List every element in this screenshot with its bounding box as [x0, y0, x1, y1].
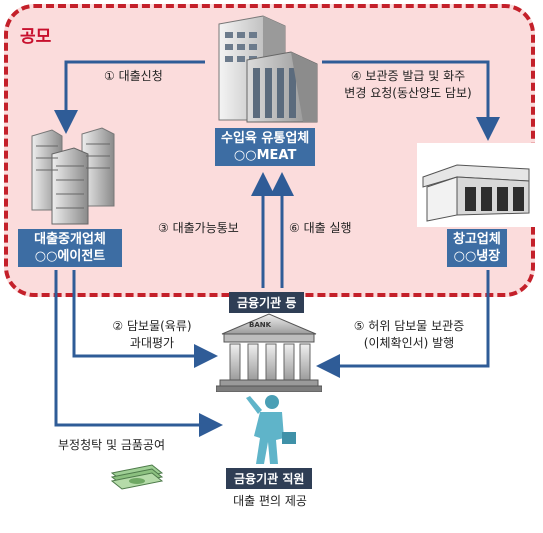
bribe-label: 부정청탁 및 금품공여 [58, 438, 165, 452]
bank-building-icon [216, 313, 322, 392]
arrow-step4 [322, 60, 500, 141]
step5-line1: ⑤ 허위 담보물 보관증 [353, 319, 465, 333]
office-building-icon [218, 15, 318, 123]
arrow-step1 [54, 60, 205, 134]
broker-company: ○○에이전트 [34, 249, 106, 264]
broker-label: 대출중개업체 [34, 232, 106, 247]
step2-line1: ② 담보물(육류) [112, 319, 192, 333]
step4-line1: ④ 보관증 발급 및 화주 [350, 69, 466, 83]
importer-name-box: 수입육 유통업체 ○○MEAT [215, 128, 316, 166]
warehouse-icon [417, 143, 535, 227]
office-towers-icon [31, 127, 115, 225]
step3-label: ③ 대출가능통보 [158, 221, 239, 235]
step6-label: ⑥ 대출 실행 [289, 221, 352, 235]
bank-sign: BANK [249, 321, 272, 329]
importer-company: ○○MEAT [233, 148, 297, 163]
warehouse-name-box: 창고업체 ○○냉장 [447, 229, 507, 267]
importer-label: 수입육 유통업체 [221, 131, 310, 146]
businessman-icon [246, 395, 296, 464]
step1-label: ① 대출신청 [104, 69, 163, 83]
warehouse-company: ○○냉장 [453, 249, 501, 264]
step4-label: ④ 보관증 발급 및 화주 변경 요청(동산양도 담보) [330, 68, 486, 102]
conspiracy-label: 공모 [20, 27, 52, 47]
arrow-step5 [316, 270, 490, 378]
step5-label: ⑤ 허위 담보물 보관증 (이체확인서) 발행 [336, 318, 482, 352]
employee-role: 대출 편의 제공 [233, 494, 307, 508]
step2-label: ② 담보물(육류) 과대평가 [100, 318, 204, 352]
arrow-step2 [72, 270, 218, 368]
step2-line2: 과대평가 [129, 336, 175, 350]
arrow-bribe [54, 270, 223, 437]
bank-label: 금융기관 등 [229, 292, 305, 313]
cash-stack-icon [110, 464, 164, 490]
employee-label: 금융기관 직원 [226, 468, 313, 489]
step5-line2: (이체확인서) 발행 [363, 336, 455, 350]
broker-name-box: 대출중개업체 ○○에이전트 [18, 229, 122, 267]
step4-line2: 변경 요청(동산양도 담보) [344, 86, 472, 100]
warehouse-label: 창고업체 [453, 232, 501, 247]
